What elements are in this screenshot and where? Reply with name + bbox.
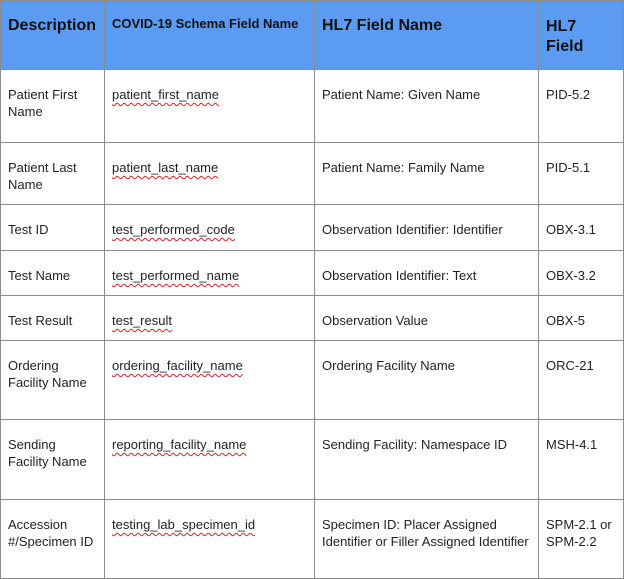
table-row: Sending Facility Name reporting_facility… <box>0 419 624 500</box>
schema-field-value: test_performed_name <box>112 268 240 283</box>
hl7-field-cell: MSH-4.1 <box>538 419 624 500</box>
header-hl7-field: HL7 Field <box>538 0 624 70</box>
header-schema-field: COVID-19 Schema Field Name <box>104 0 315 70</box>
schema-field-cell: patient_first_name <box>104 69 315 143</box>
schema-field-value: test_performed_code <box>112 222 235 237</box>
hl7-field-cell: SPM-2.1 or SPM-2.2 <box>538 499 624 579</box>
table-row: Patient Last Name patient_last_name Pati… <box>0 142 624 205</box>
hl7-field-name-cell: Observation Identifier: Text <box>314 250 539 296</box>
hl7-field-cell: OBX-5 <box>538 295 624 341</box>
table-row: Ordering Facility Name ordering_facility… <box>0 340 624 420</box>
schema-field-value: ordering_facility_name <box>112 358 243 373</box>
table-row: Test Result test_result Observation Valu… <box>0 295 624 341</box>
schema-field-value: testing_lab_specimen_id <box>112 517 256 532</box>
hl7-field-name-cell: Observation Value <box>314 295 539 341</box>
hl7-field-cell: OBX-3.2 <box>538 250 624 296</box>
header-row: Description COVID-19 Schema Field Name H… <box>0 0 624 70</box>
hl7-field-cell: OBX-3.1 <box>538 204 624 251</box>
schema-field-value: patient_first_name <box>112 87 219 102</box>
table-row: Patient First Name patient_first_name Pa… <box>0 69 624 143</box>
schema-field-value: test_result <box>112 313 172 328</box>
hl7-field-name-cell: Observation Identifier: Identifier <box>314 204 539 251</box>
schema-field-cell: test_performed_name <box>104 250 315 296</box>
description-cell: Accession #/Specimen ID <box>0 499 105 579</box>
hl7-field-name-cell: Patient Name: Family Name <box>314 142 539 205</box>
description-cell: Patient Last Name <box>0 142 105 205</box>
schema-field-cell: test_performed_code <box>104 204 315 251</box>
schema-field-cell: patient_last_name <box>104 142 315 205</box>
description-cell: Test Result <box>0 295 105 341</box>
header-description: Description <box>0 0 105 70</box>
hl7-field-name-cell: Patient Name: Given Name <box>314 69 539 143</box>
table-row: Test Name test_performed_name Observatio… <box>0 250 624 296</box>
description-cell: Test ID <box>0 204 105 251</box>
schema-field-value: reporting_facility_name <box>112 437 247 452</box>
hl7-field-name-cell: Sending Facility: Namespace ID <box>314 419 539 500</box>
description-cell: Ordering Facility Name <box>0 340 105 420</box>
table-row: Test ID test_performed_code Observation … <box>0 204 624 251</box>
schema-field-cell: test_result <box>104 295 315 341</box>
header-hl7-field-name: HL7 Field Name <box>314 0 539 70</box>
hl7-field-name-cell: Specimen ID: Placer Assigned Identifier … <box>314 499 539 579</box>
description-cell: Sending Facility Name <box>0 419 105 500</box>
hl7-field-cell: PID-5.1 <box>538 142 624 205</box>
description-cell: Patient First Name <box>0 69 105 143</box>
description-cell: Test Name <box>0 250 105 296</box>
schema-field-cell: reporting_facility_name <box>104 419 315 500</box>
schema-field-value: patient_last_name <box>112 160 219 175</box>
hl7-field-cell: PID-5.2 <box>538 69 624 143</box>
hl7-field-cell: ORC-21 <box>538 340 624 420</box>
table-row: Accession #/Specimen ID testing_lab_spec… <box>0 499 624 579</box>
schema-field-cell: ordering_facility_name <box>104 340 315 420</box>
hl7-field-name-cell: Ordering Facility Name <box>314 340 539 420</box>
schema-field-cell: testing_lab_specimen_id <box>104 499 315 579</box>
